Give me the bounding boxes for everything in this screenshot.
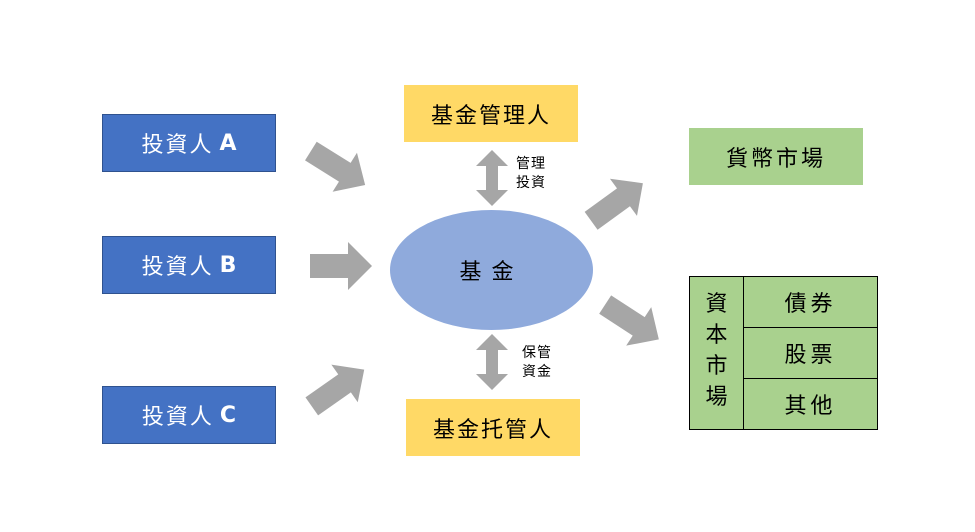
capital-market-box: 資 本 市 場 債券 股票 其他 — [689, 276, 878, 430]
custodian-relation-label: 保管 資金 — [522, 344, 552, 382]
capital-market-item-label: 其他 — [784, 394, 837, 419]
investor-c-box: 投資人 C — [102, 386, 276, 444]
investor-c-letter: C — [219, 402, 237, 428]
arrow-fund-to-money-market — [584, 178, 643, 230]
investor-a-letter: A — [219, 130, 237, 156]
manager-relation-line-2: 投資 — [516, 175, 546, 191]
investor-a-label: 投資人 — [141, 133, 214, 158]
manager-relation-line-1: 管理 — [516, 156, 546, 172]
arrow-fund-custodian-bidirectional — [476, 334, 508, 390]
arrow-investor-c-to-fund — [305, 364, 365, 416]
arrow-manager-fund-bidirectional — [476, 150, 508, 206]
fund-ellipse: 基金 — [390, 210, 593, 330]
money-market-box: 貨幣市場 — [689, 128, 863, 185]
capital-market-char: 市 — [705, 354, 728, 379]
manager-relation-label: 管理 投資 — [516, 155, 546, 193]
fund-manager-box: 基金管理人 — [404, 85, 578, 142]
capital-market-item-label: 債券 — [784, 292, 837, 317]
fund-manager-label: 基金管理人 — [430, 103, 551, 129]
arrow-investor-b-to-fund — [310, 242, 372, 290]
investor-a-box: 投資人 A — [102, 114, 276, 172]
arrow-investor-a-to-fund — [305, 141, 366, 192]
capital-market-item-label: 股票 — [784, 343, 837, 368]
money-market-label: 貨幣市場 — [725, 146, 826, 172]
capital-market-item-others: 其他 — [744, 379, 877, 429]
fund-custodian-box: 基金托管人 — [406, 399, 580, 456]
investor-b-label: 投資人 — [141, 255, 214, 280]
capital-market-char: 本 — [705, 323, 728, 348]
fund-custodian-label: 基金托管人 — [432, 417, 553, 443]
capital-market-char: 場 — [705, 385, 728, 410]
capital-market-item-bonds: 債券 — [744, 277, 877, 328]
fund-label: 基金 — [459, 260, 524, 285]
capital-market-char: 資 — [705, 292, 728, 317]
investor-b-box: 投資人 B — [102, 236, 276, 294]
capital-market-item-stocks: 股票 — [744, 328, 877, 379]
custodian-relation-line-2: 資金 — [522, 364, 552, 380]
investor-b-letter: B — [219, 252, 237, 278]
capital-market-label: 資 本 市 場 — [690, 277, 744, 429]
investor-c-label: 投資人 — [141, 405, 214, 430]
custodian-relation-line-1: 保管 — [522, 345, 552, 361]
arrow-fund-to-capital-market — [599, 295, 659, 346]
